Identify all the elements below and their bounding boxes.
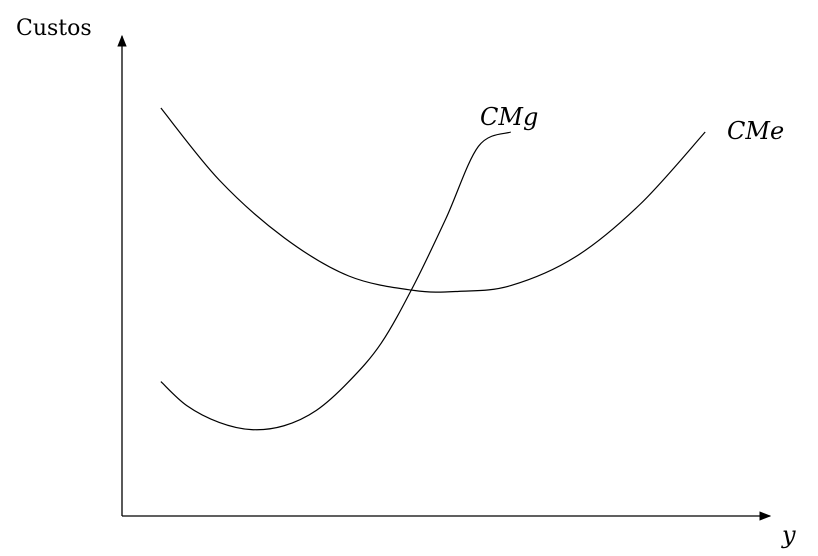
x-axis-label: y (781, 521, 796, 549)
cme-curve (160, 107, 706, 293)
y-axis-label: Custos (16, 16, 92, 41)
cmg-curve (160, 131, 512, 431)
cmg-label: CMg (480, 103, 538, 131)
cme-label: CMe (727, 117, 784, 145)
